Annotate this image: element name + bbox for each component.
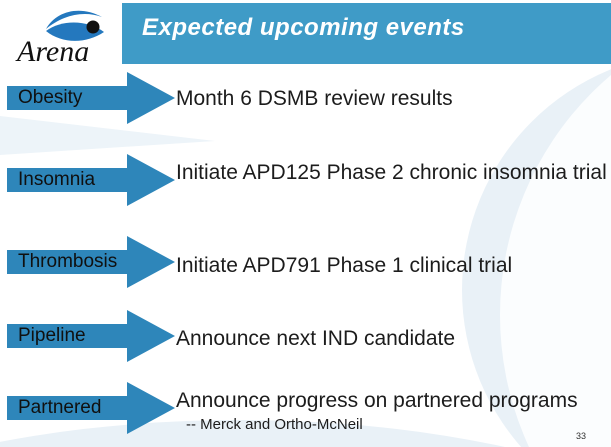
arrow-shape-icon (7, 236, 175, 288)
event-text: Announce progress on partnered programs (176, 389, 578, 412)
event-text: Initiate APD125 Phase 2 chronic insomnia… (176, 161, 607, 184)
arrow-label: Partnered (18, 397, 102, 418)
arrow-label: Pipeline (18, 325, 86, 346)
event-subtext: -- Merck and Ortho-McNeil (186, 416, 363, 433)
event-arrow-thrombosis: Thrombosis (7, 234, 177, 290)
slide-title: Expected upcoming events (142, 14, 465, 41)
arena-logo: Arena (15, 10, 104, 66)
arrow-label: Obesity (18, 87, 83, 108)
arrow-label: Insomnia (18, 169, 96, 190)
arrow-shape-icon (7, 154, 175, 206)
arrow-shape-icon (7, 72, 175, 124)
arrow-label: Thrombosis (18, 251, 118, 272)
event-text: Initiate APD791 Phase 1 clinical trial (176, 254, 513, 277)
event-text: Announce next IND candidate (176, 327, 456, 350)
arrow-shape-icon (7, 382, 175, 434)
page-number: 33 (576, 431, 587, 441)
arrow-shape-icon (7, 310, 175, 362)
logo-eye-icon (46, 10, 104, 41)
logo-wordmark: Arena (15, 35, 89, 66)
event-text: Month 6 DSMB review results (176, 87, 453, 110)
event-arrow-obesity: Obesity (7, 70, 177, 126)
event-arrow-insomnia: Insomnia (7, 152, 177, 208)
event-arrow-pipeline: Pipeline (7, 308, 177, 364)
header-bar: Expected upcoming events (122, 3, 611, 64)
event-arrow-partnered: Partnered (7, 380, 177, 436)
